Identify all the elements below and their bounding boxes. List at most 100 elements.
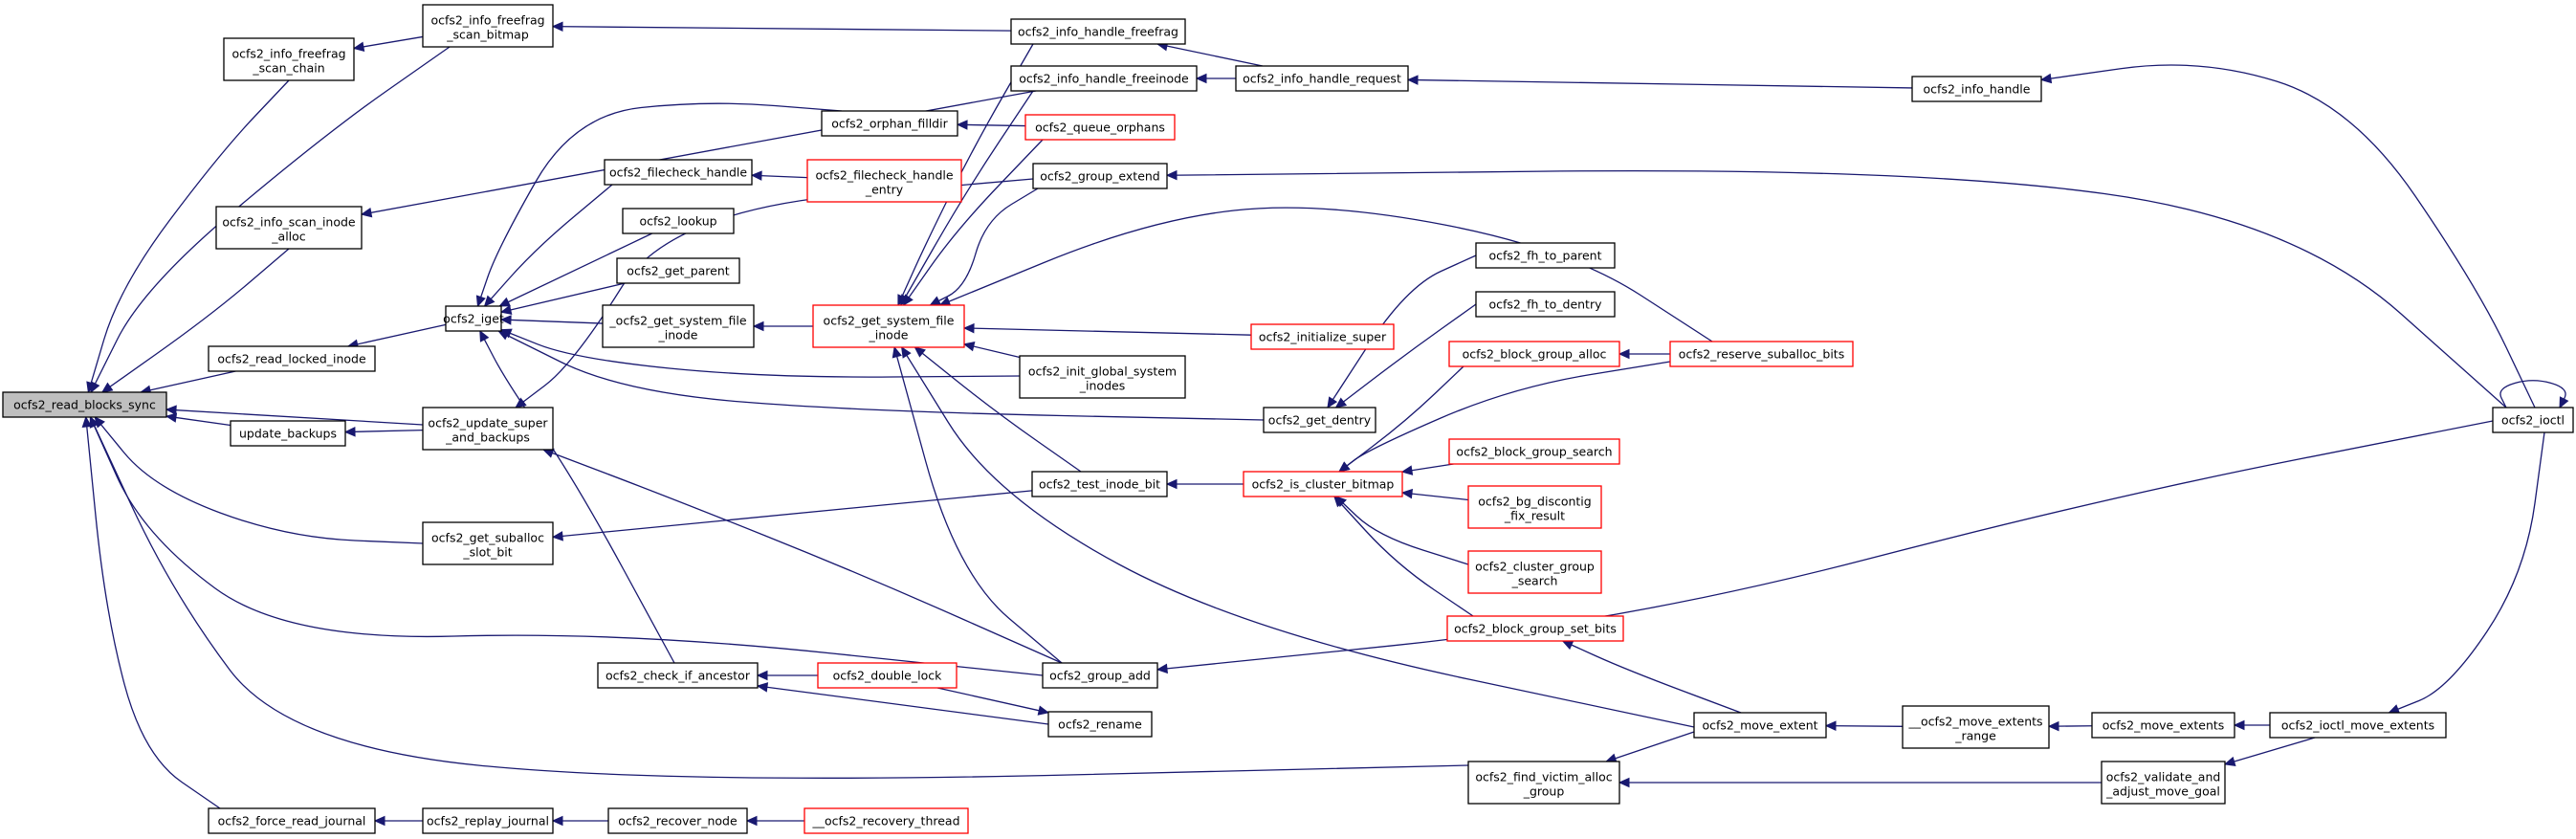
node-scan-chain[interactable]: ocfs2_info_freefrag_scan_chain <box>223 37 355 81</box>
node-fh-to-dentry[interactable]: ocfs2_fh_to_dentry <box>1475 291 1616 318</box>
node-check-ancestor[interactable]: ocfs2_check_if_ancestor <box>597 662 759 689</box>
node-double-lock[interactable]: ocfs2_double_lock <box>817 662 958 689</box>
node-filecheck-entry[interactable]: ocfs2_filecheck_handle_entry <box>806 159 962 203</box>
edge-line <box>101 248 290 393</box>
arrowhead <box>551 21 563 33</box>
node-block-group-set-bits[interactable]: ocfs2_block_group_set_bits <box>1446 615 1624 642</box>
node-get-parent[interactable]: ocfs2_get_parent <box>616 257 740 284</box>
node-queue-orphans[interactable]: ocfs2_queue_orphans <box>1024 114 1176 141</box>
edge-test_inode_bit-to-get_system_file_inode <box>914 346 1082 473</box>
edge-line <box>963 327 1252 336</box>
node-box <box>812 304 965 348</box>
node-label: _ocfs2_get_system_file <box>608 314 746 328</box>
node-ioctl[interactable]: ocfs2_ioctl <box>2492 407 2574 433</box>
node-move-extents-range[interactable]: __ocfs2_move_extents_range <box>1902 705 2050 749</box>
arrowhead <box>914 346 926 358</box>
node-box <box>1448 341 1620 367</box>
arrowhead <box>1334 397 1348 408</box>
node-get-suballoc[interactable]: ocfs2_get_suballoc_slot_bit <box>422 521 554 565</box>
edge-double_lock-to-check_ancestor <box>756 670 818 681</box>
node-rename[interactable]: ocfs2_rename <box>1047 711 1153 738</box>
node-get-system-file-inode[interactable]: ocfs2_get_system_file_inode <box>812 304 965 348</box>
node-ioctl-move-extents[interactable]: ocfs2_ioctl_move_extents <box>2269 712 2447 739</box>
node-get-system-file-inode-u[interactable]: _ocfs2_get_system_file_inode <box>602 304 755 348</box>
node-box <box>806 159 962 203</box>
node-recover-node[interactable]: ocfs2_recover_node <box>607 807 748 834</box>
node-update-backups[interactable]: update_backups <box>230 420 346 447</box>
node-group-extend[interactable]: ocfs2_group_extend <box>1032 163 1168 189</box>
node-scan-bitmap[interactable]: ocfs2_info_freefrag_scan_bitmap <box>422 4 554 48</box>
node-validate-adjust[interactable]: ocfs2_validate_and_adjust_move_goal <box>2101 761 2226 805</box>
node-get-dentry[interactable]: ocfs2_get_dentry <box>1263 407 1376 433</box>
node-label: ocfs2_test_inode_bit <box>1039 477 1160 492</box>
edge-line <box>930 188 1039 306</box>
node-update-super[interactable]: ocfs2_update_super_and_backups <box>422 407 554 451</box>
node-iget[interactable]: ocfs2_iget <box>443 305 504 332</box>
node-handle-freeinode[interactable]: ocfs2_info_handle_freeinode <box>1010 65 1198 92</box>
node-cluster-group-search[interactable]: ocfs2_cluster_group_search <box>1467 550 1602 594</box>
node-move-extents[interactable]: ocfs2_move_extents <box>2091 712 2235 739</box>
edge-line <box>515 178 1034 408</box>
node-label: _adjust_move_goal <box>2105 784 2220 799</box>
node-box <box>597 662 759 689</box>
node-recovery-thread[interactable]: __ocfs2_recovery_thread <box>804 807 969 834</box>
node-force-read-journal[interactable]: ocfs2_force_read_journal <box>208 807 376 834</box>
node-block-group-search[interactable]: ocfs2_block_group_search <box>1448 438 1620 465</box>
node-move-extent[interactable]: ocfs2_move_extent <box>1693 712 1827 739</box>
edge-reserve_suballoc-to-get_system_file_inode <box>938 207 1713 342</box>
node-bg-discontig[interactable]: ocfs2_bg_discontig_fix_result <box>1467 485 1602 529</box>
arrowhead <box>2039 73 2053 84</box>
arrowhead <box>373 815 385 827</box>
node-lookup[interactable]: ocfs2_lookup <box>622 208 735 234</box>
node-label: _scan_bitmap <box>446 28 529 42</box>
node-label: ocfs2_rename <box>1058 718 1142 732</box>
arrowhead <box>1400 465 1414 475</box>
node-read-locked-inode[interactable]: ocfs2_read_locked_inode <box>208 345 376 372</box>
node-root[interactable]: ocfs2_read_blocks_sync <box>2 391 167 418</box>
node-label: ocfs2_info_handle_freefrag <box>1018 25 1178 39</box>
edge-ioctl-to-ioctl <box>2499 380 2569 409</box>
node-fh-to-parent[interactable]: ocfs2_fh_to_parent <box>1475 242 1616 269</box>
edge-line <box>479 330 675 664</box>
node-box <box>1446 615 1624 642</box>
node-test-inode-bit[interactable]: ocfs2_test_inode_bit <box>1031 471 1168 497</box>
node-label: _inode <box>869 328 909 342</box>
node-group-add[interactable]: ocfs2_group_add <box>1042 662 1158 689</box>
node-init-global[interactable]: ocfs2_init_global_system_inodes <box>1019 355 1186 399</box>
arrowhead <box>962 322 975 334</box>
node-initialize-super[interactable]: ocfs2_initialize_super <box>1250 323 1395 350</box>
edge-force_read_journal-to-root <box>81 415 221 809</box>
edge-check_ancestor-to-iget <box>479 329 675 664</box>
node-is-cluster-bitmap[interactable]: ocfs2_is_cluster_bitmap <box>1243 471 1403 497</box>
node-block-group-alloc[interactable]: ocfs2_block_group_alloc <box>1448 341 1620 367</box>
node-scan-inode-alloc[interactable]: ocfs2_info_scan_inode_alloc <box>215 206 363 250</box>
arrowhead <box>90 415 99 429</box>
edge-line <box>1605 731 1695 762</box>
node-box <box>230 420 346 447</box>
arrowhead <box>100 382 114 393</box>
node-box <box>2101 761 2226 805</box>
arrowhead <box>1618 348 1630 360</box>
edge-ioctl-to-group_extend <box>1165 169 2507 408</box>
edge-line <box>85 416 221 809</box>
edge-ioctl-to-group_add <box>1156 420 2494 674</box>
node-handle-freefrag[interactable]: ocfs2_info_handle_freefrag <box>1010 18 1186 45</box>
node-filecheck-handle[interactable]: ocfs2_filecheck_handle <box>604 159 753 186</box>
node-label: ocfs2_read_locked_inode <box>217 352 366 366</box>
node-info-handle[interactable]: ocfs2_info_handle <box>1911 76 2042 102</box>
node-label: ocfs2_is_cluster_bitmap <box>1252 477 1395 492</box>
node-handle-request[interactable]: ocfs2_info_handle_request <box>1235 65 1409 92</box>
node-reserve-suballoc[interactable]: ocfs2_reserve_suballoc_bits <box>1669 341 1854 367</box>
edge-line <box>893 346 1063 664</box>
node-label: __ocfs2_recovery_thread <box>811 814 959 828</box>
arrowhead <box>479 329 490 342</box>
arrowhead <box>1618 777 1630 788</box>
node-label: _range <box>1954 729 1996 743</box>
node-find-victim[interactable]: ocfs2_find_victim_alloc_group <box>1467 761 1620 805</box>
arrowhead <box>2233 719 2245 731</box>
node-orphan-filldir[interactable]: ocfs2_orphan_filldir <box>821 110 958 137</box>
node-box <box>208 345 376 372</box>
node-replay-journal[interactable]: ocfs2_replay_journal <box>422 807 554 834</box>
node-label: _slot_bit <box>462 545 512 560</box>
edge-scan_inode_alloc-to-root <box>100 248 290 393</box>
